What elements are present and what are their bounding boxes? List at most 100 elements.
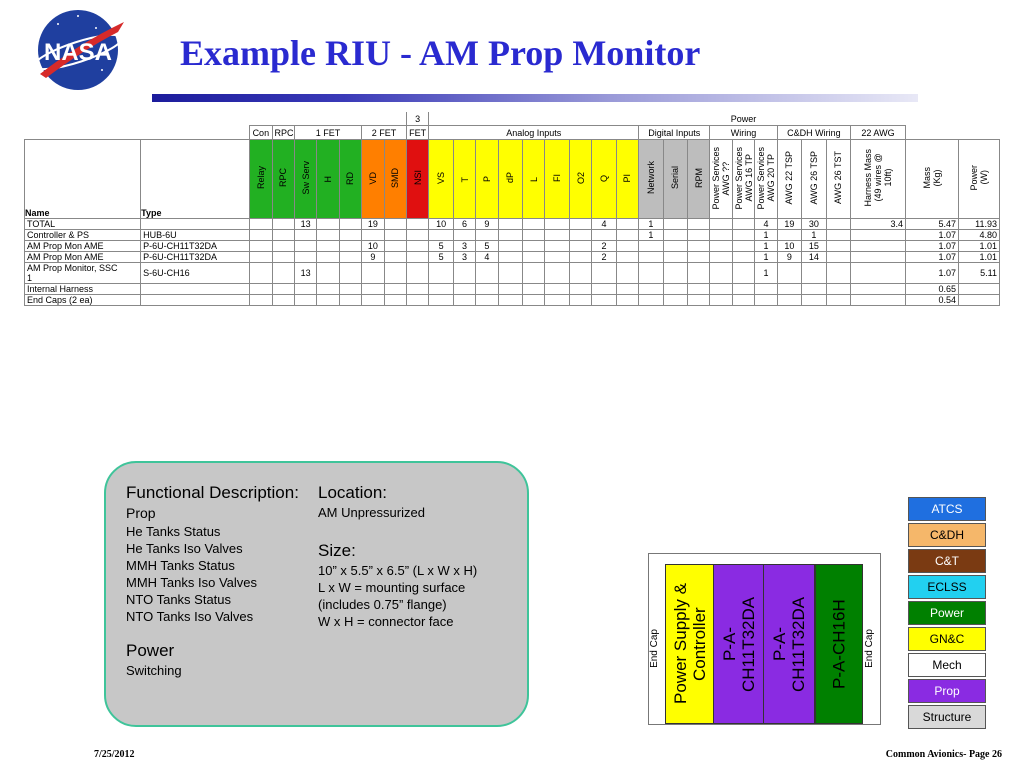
cell-relay (249, 283, 273, 295)
cell-network (638, 262, 664, 284)
cell-power: 5.11 (957, 262, 1001, 284)
cell-nsi (405, 218, 430, 230)
cell-power: 11.93 (957, 218, 1001, 230)
cell-l (522, 218, 546, 230)
col-fi: FI (552, 174, 563, 182)
cell-o2 (568, 262, 593, 284)
cell-ps_awg20: 1 (754, 262, 778, 284)
cell-o2 (568, 229, 593, 241)
cell-mass: 1.07 (905, 240, 959, 252)
cell-mass: 1.07 (905, 251, 959, 263)
cell-power (957, 283, 1001, 295)
right-end-cap: End Cap (864, 554, 880, 724)
cell-nsi (405, 283, 430, 295)
cell-relay (249, 251, 273, 263)
cell-rd (338, 229, 363, 241)
col-dp: dP (505, 172, 516, 184)
col-awg26tsp: AWG 26 TSP (808, 151, 819, 205)
cell-dp (497, 218, 524, 230)
nasa-logo: NASA (33, 10, 124, 90)
cell-network (638, 294, 664, 306)
cell-l (522, 283, 546, 295)
cell-nsi (405, 251, 430, 263)
cell-swserv (293, 240, 318, 252)
cell-rpm (687, 229, 711, 241)
cell-rpc (271, 294, 295, 306)
col-rd: RD (345, 171, 356, 185)
group-digital: Digital Inputs (638, 125, 711, 140)
cell-name: Internal Harness (23, 283, 142, 295)
cell-dp (497, 240, 524, 252)
cell-pi (615, 294, 640, 306)
cell-type: P-6U-CH11T32DA (140, 240, 251, 252)
col-p: P (481, 175, 492, 182)
cell-swserv: 13 (293, 262, 318, 284)
cell-q: 2 (591, 251, 617, 263)
cell-p: 4 (475, 251, 499, 263)
cell-harness (850, 240, 906, 252)
size-heading: Size: (318, 541, 356, 560)
col-mass: Mass (Kg) (921, 167, 942, 189)
cell-dp (497, 294, 524, 306)
cell-vs (428, 294, 454, 306)
cell-serial (662, 251, 689, 263)
group-con: Con (249, 125, 273, 140)
cell-type: S-6U-CH16 (140, 262, 251, 284)
column-header-row: Name Type Relay RPC Sw Serv H RD VD SMD … (23, 139, 1001, 219)
cell-awg22tsp (776, 294, 803, 306)
cell-relay (249, 240, 273, 252)
cell-awg26tsp: 14 (801, 251, 827, 263)
cell-fi (544, 229, 570, 241)
cell-serial (662, 218, 689, 230)
cell-l (522, 262, 546, 284)
col-awg22tsp: AWG 22 TSP (784, 151, 795, 205)
cell-power: 1.01 (957, 240, 1001, 252)
logo-text: NASA (44, 39, 112, 66)
cell-power (957, 294, 1001, 306)
cell-serial (662, 283, 689, 295)
cell-o2 (568, 251, 593, 263)
cell-ps_awg20: 1 (754, 229, 778, 241)
module-pa-ch16h: P-A-CH16H (815, 564, 863, 724)
left-end-cap-label: End Cap (649, 629, 660, 668)
cell-p (475, 283, 499, 295)
cell-network (638, 251, 664, 263)
col-harness: Harness Mass (49 wires @ 10ft) (863, 149, 893, 207)
cell-h (316, 240, 340, 252)
group-power-top: Power (730, 114, 757, 124)
cell-harness: 3.4 (850, 218, 906, 230)
functional-item: He Tanks Iso Valves (126, 541, 243, 556)
cell-power: 4.80 (957, 229, 1001, 241)
cell-vd (361, 229, 385, 241)
cell-h (316, 283, 340, 295)
cell-ps_awg20: 1 (754, 240, 778, 252)
cell-name: AM Prop Mon AME (23, 240, 142, 252)
cell-rpm (687, 283, 711, 295)
legend-item: C&T (908, 549, 986, 573)
cell-awg22tsp: 19 (776, 218, 803, 230)
cell-pi (615, 240, 640, 252)
cell-type: P-6U-CH11T32DA (140, 251, 251, 263)
col-vd: VD (367, 171, 378, 185)
cell-name: TOTAL (23, 218, 142, 230)
cell-awg26tst (825, 251, 852, 263)
cell-fi (544, 294, 570, 306)
cell-swserv (293, 294, 318, 306)
module-pa-1: P-A- CH11T32DA (713, 564, 765, 724)
cell-ps_awg20 (754, 294, 778, 306)
col-pi: PI (622, 173, 633, 183)
footer-date: 7/25/2012 (94, 749, 135, 760)
cell-swserv (293, 283, 318, 295)
col-power: Power (W) (968, 165, 989, 191)
col-o2: O2 (575, 171, 586, 184)
cell-awg26tsp: 1 (801, 229, 827, 241)
cell-rd (338, 218, 363, 230)
cell-mass: 0.54 (905, 294, 959, 306)
cell-h (316, 262, 340, 284)
